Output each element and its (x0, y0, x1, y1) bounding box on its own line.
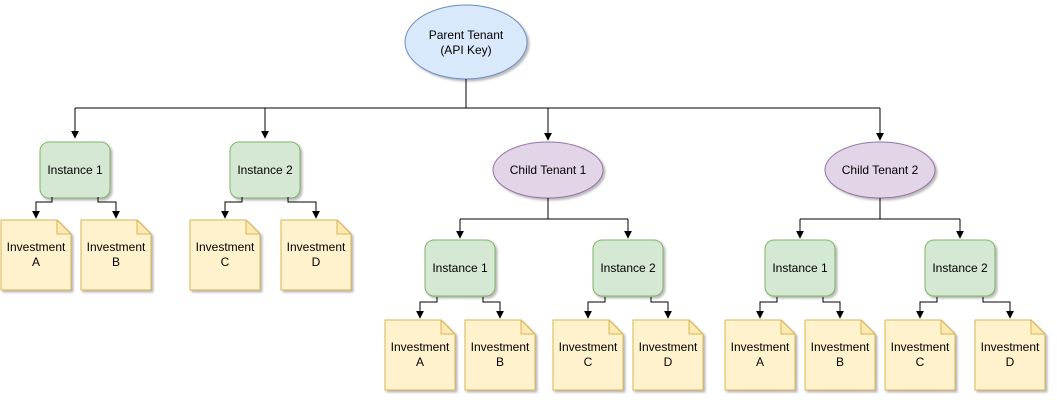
edge-ct2-instance-1-to-investment-b (822, 297, 844, 319)
note-fold-icon (780, 319, 796, 335)
note-fold-icon (688, 319, 704, 335)
instance-1-shape (39, 141, 111, 199)
child-tenant-2-shape (824, 141, 936, 199)
edge-instance-2-to-investment-c (221, 197, 243, 219)
edge-ct1-instance-2-to-investment-d (650, 297, 672, 319)
edge-instance-1-to-investment-a (32, 197, 53, 219)
ct1-investment-b-note (464, 319, 536, 391)
ct2-investment-a-note (724, 319, 796, 391)
note-fold-icon (56, 219, 72, 235)
parent-tenant-shape (404, 4, 528, 80)
ct2-instance-1-shape (764, 239, 836, 297)
edge-instance-2-to-investment-d (287, 197, 320, 219)
note-fold-icon (136, 219, 152, 235)
edge-instance-1-to-investment-b (97, 197, 120, 219)
note-fold-icon (940, 319, 956, 335)
ct1-investment-a-note (384, 319, 456, 391)
ct1-investment-d-note (632, 319, 704, 391)
note-fold-icon (336, 219, 352, 235)
note-fold-icon (440, 319, 456, 335)
ct2-investment-d-note (974, 319, 1046, 391)
edge-ct2-instance-1-to-investment-a (756, 297, 778, 319)
ct2-instance-2-shape (924, 239, 996, 297)
edge-ct2-instance-2-to-investment-c (916, 297, 938, 319)
edge-ct1-instance-1-to-investment-a (416, 297, 438, 319)
edge-ct2-instance-2-to-investment-d (982, 297, 1014, 319)
ct1-instance-1-shape (424, 239, 496, 297)
ct2-investment-c-note (884, 319, 956, 391)
note-fold-icon (245, 219, 261, 235)
ct1-investment-c-note (552, 319, 624, 391)
ct2-investment-b-note (804, 319, 876, 391)
edge-ct1-instance-1-to-investment-b (482, 297, 504, 319)
investment-a-note (0, 219, 72, 291)
note-fold-icon (608, 319, 624, 335)
investment-c-note (189, 219, 261, 291)
child-tenant-1-shape (492, 141, 604, 199)
instance-2-shape (229, 141, 301, 199)
edge-ct1-instance-2-to-investment-c (584, 297, 606, 319)
investment-b-note (80, 219, 152, 291)
note-fold-icon (860, 319, 876, 335)
note-fold-icon (520, 319, 536, 335)
investment-d-note (280, 219, 352, 291)
note-fold-icon (1030, 319, 1046, 335)
ct1-instance-2-shape (592, 239, 664, 297)
